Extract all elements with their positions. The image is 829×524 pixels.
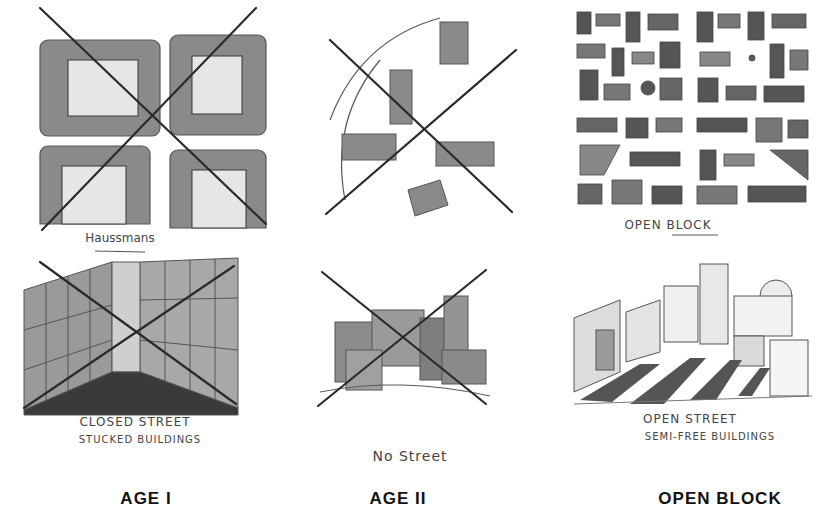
sketch-caption: Haussmans [85, 232, 154, 246]
sketch-caption: OPEN BLOCK [624, 219, 711, 233]
column-heading: OPEN BLOCK [658, 489, 781, 509]
sketch-caption: SEMI-FREE BUILDINGS [645, 431, 775, 443]
sketch-caption: No Street [372, 448, 447, 464]
column-heading: AGE II [369, 489, 426, 509]
sketch-caption: OPEN STREET [643, 413, 737, 427]
column-heading: AGE I [120, 489, 171, 509]
sketch-caption: STUCKED BUILDINGS [79, 434, 201, 446]
sketch-caption: CLOSED STREET [79, 416, 190, 430]
